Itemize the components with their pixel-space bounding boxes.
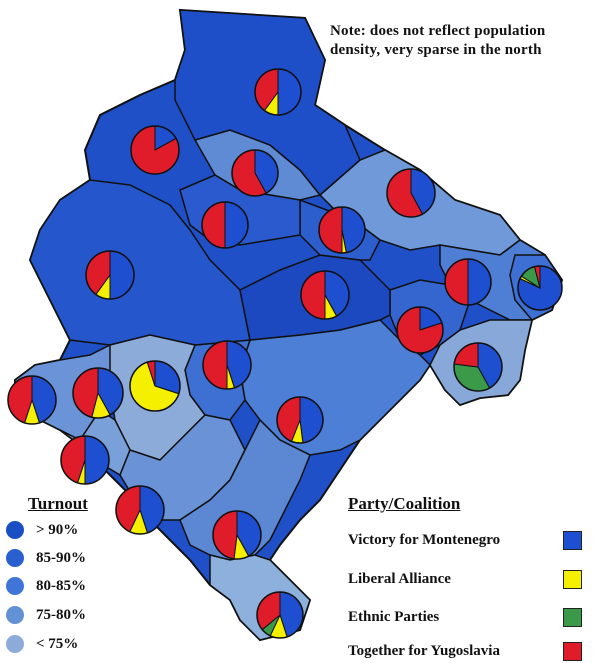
turnout-swatch — [6, 606, 24, 624]
turnout-label: 85-90% — [36, 549, 86, 566]
party-legend-item: Liberal Alliance — [348, 569, 588, 591]
party-label: Ethnic Parties — [348, 609, 440, 625]
pie-outline — [129, 360, 181, 412]
pie-outline — [130, 125, 180, 175]
pie-outline — [396, 306, 444, 354]
party-swatch — [563, 570, 582, 589]
turnout-label: > 90% — [36, 521, 79, 538]
municipality-pie — [7, 375, 57, 425]
pie-outline — [300, 270, 350, 320]
turnout-label: 80-85% — [36, 577, 86, 594]
turnout-swatch — [6, 521, 24, 539]
turnout-label: < 75% — [36, 635, 79, 652]
pie-outline — [72, 367, 124, 419]
municipality-pie — [396, 306, 444, 354]
party-swatch — [563, 531, 582, 550]
municipality-pie — [129, 360, 181, 412]
pie-outline — [444, 258, 492, 306]
municipality-pie — [453, 342, 503, 392]
turnout-swatch — [6, 577, 24, 595]
pie-outline — [60, 435, 110, 485]
turnout-swatch — [6, 635, 24, 653]
municipality-pie — [115, 485, 165, 535]
pie-outline — [318, 206, 366, 254]
pie-outline — [201, 201, 249, 249]
municipality-pie — [318, 206, 366, 254]
turnout-label: 75-80% — [36, 606, 86, 623]
party-legend-title: Party/Coalition — [348, 494, 461, 513]
municipality-pie — [212, 510, 262, 560]
turnout-legend-item: < 75% — [6, 634, 78, 654]
party-label: Together for Yugoslavia — [348, 643, 500, 659]
pie-outline — [202, 340, 252, 390]
municipality-pie — [300, 270, 350, 320]
party-label: Liberal Alliance — [348, 571, 451, 587]
pie-outline — [254, 68, 302, 116]
pie-outline — [212, 510, 262, 560]
turnout-legend-item: 85-90% — [6, 548, 86, 568]
municipality-pie — [276, 396, 324, 444]
municipality-pie — [256, 591, 304, 639]
municipality-pie — [231, 149, 279, 197]
party-legend-item: Ethnic Parties — [348, 607, 588, 629]
turnout-legend-title: Turnout — [28, 494, 88, 513]
turnout-legend-item: 75-80% — [6, 605, 86, 625]
pie-outline — [276, 396, 324, 444]
pie-outline — [231, 149, 279, 197]
map-note: Note: does not reflect population densit… — [330, 22, 595, 60]
pie-outline — [115, 485, 165, 535]
pie-outline — [85, 250, 135, 300]
municipality-pie — [444, 258, 492, 306]
municipality-pie — [202, 340, 252, 390]
municipality-pie — [72, 367, 124, 419]
party-legend-item: Victory for Montenegro — [348, 530, 588, 552]
municipality-pie — [254, 68, 302, 116]
pie-outline — [453, 342, 503, 392]
pie-outline — [517, 265, 563, 311]
turnout-legend-item: 80-85% — [6, 576, 86, 596]
note-line-1: Note: does not reflect population — [330, 23, 546, 39]
party-legend-item: Together for Yugoslavia — [348, 641, 588, 663]
municipality-pie — [517, 265, 563, 311]
municipality-pie — [386, 168, 436, 218]
turnout-swatch — [6, 549, 24, 567]
pie-outline — [7, 375, 57, 425]
municipality-pie — [85, 250, 135, 300]
party-label: Victory for Montenegro — [348, 532, 501, 548]
municipality-pie — [60, 435, 110, 485]
municipality-pie — [130, 125, 180, 175]
pie-chart-layer — [7, 68, 563, 639]
municipality-pie — [201, 201, 249, 249]
turnout-legend-item: > 90% — [6, 520, 78, 540]
party-swatch — [563, 608, 582, 627]
party-swatch — [563, 642, 582, 661]
pie-outline — [256, 591, 304, 639]
pie-outline — [386, 168, 436, 218]
note-line-2: density, very sparse in the north — [330, 42, 542, 58]
